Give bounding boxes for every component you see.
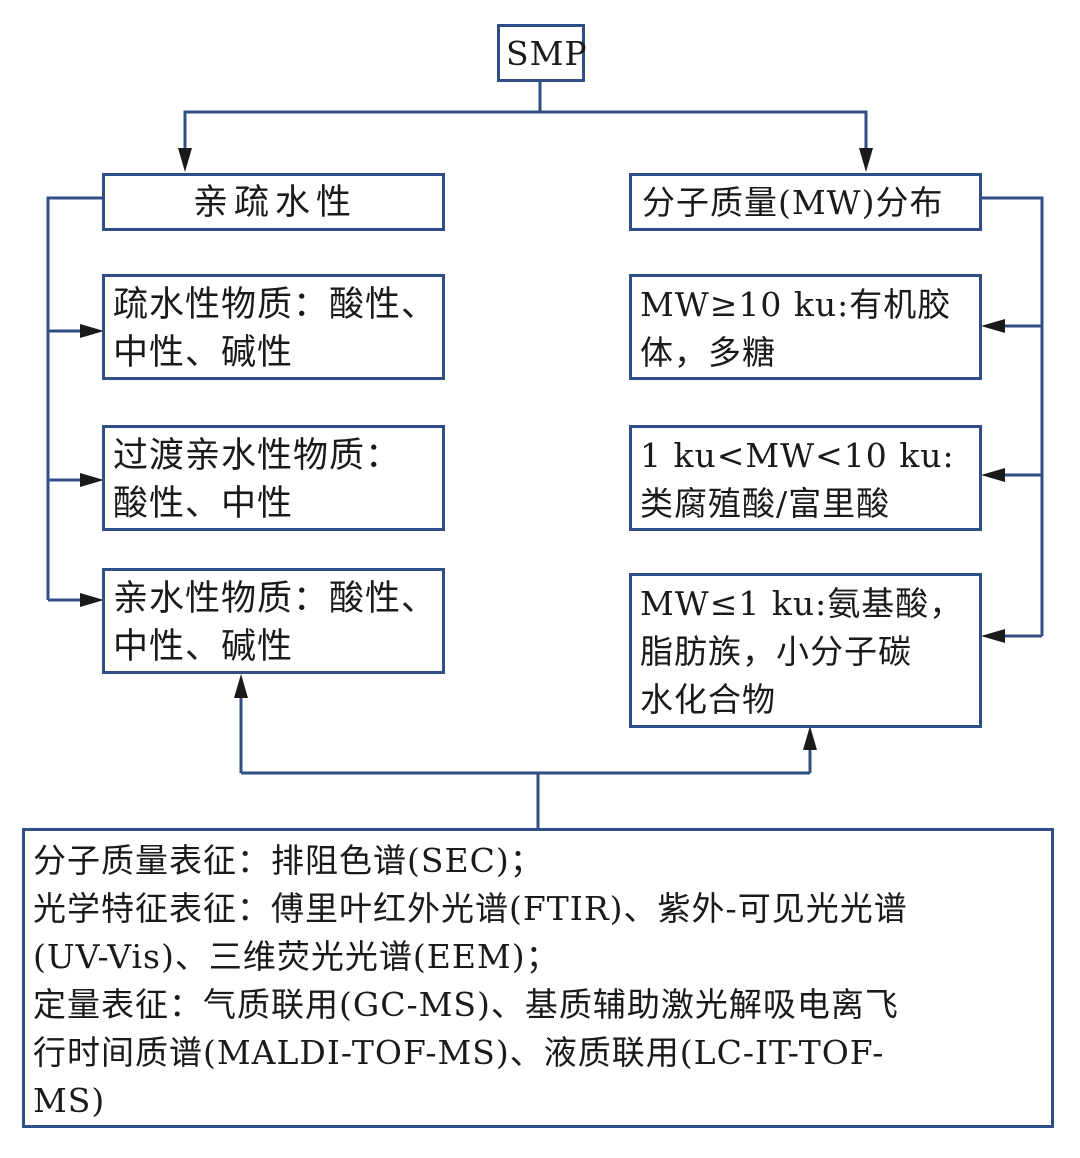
node-characterization-methods: 分子质量表征：排阻色谱(SEC)； 光学特征表征：傅里叶红外光谱(FTIR)、紫… <box>22 828 1054 1128</box>
node-transitional-line-2: 酸性、中性 <box>113 484 294 524</box>
characterization-line-5: 行时间质谱(MALDI-TOF-MS)、液质联用(LC-IT-TOF- <box>33 1033 885 1072</box>
arrow-to-right-2 <box>981 468 1005 482</box>
node-transitional-hydrophilic: 过渡亲水性物质： 酸性、中性 <box>102 425 445 531</box>
characterization-line-2: 光学特征表征：傅里叶红外光谱(FTIR)、紫外-可见光光谱 <box>33 889 908 928</box>
node-hydrophobicity: 亲疏水性 <box>102 173 445 231</box>
node-mw-le-1-line-2: 脂肪族，小分子碳 <box>640 632 912 671</box>
characterization-line-4: 定量表征：气质联用(GC-MS)、基质辅助激光解吸电离飞 <box>33 985 899 1024</box>
characterization-line-6: MS) <box>33 1081 106 1120</box>
arrow-to-left-header <box>178 148 192 172</box>
node-transitional-line-1: 过渡亲水性物质： <box>113 436 402 476</box>
node-mw-distribution: 分子质量(MW)分布 <box>629 173 982 231</box>
arrow-to-right-1 <box>981 319 1005 333</box>
node-mw-le-1: MW≤1 ku:氨基酸， 脂肪族，小分子碳 水化合物 <box>629 573 982 728</box>
edge-left-bracket <box>46 196 104 600</box>
node-hydrophobic-line-1: 疏水性物质：酸性、 <box>113 285 438 325</box>
node-hydrophilic-line-1: 亲水性物质：酸性、 <box>113 579 438 619</box>
characterization-line-3: (UV-Vis)、三维荧光光谱(EEM)； <box>33 937 560 976</box>
node-mw-distribution-label: 分子质量(MW)分布 <box>642 183 944 222</box>
node-smp: SMP <box>497 24 588 82</box>
node-hydrophilic-line-2: 中性、碱性 <box>113 627 294 667</box>
node-mw-ge-10-line-1: MW≥10 ku:有机胶 <box>640 285 952 324</box>
edge-right-bracket <box>981 196 1044 636</box>
characterization-line-1: 分子质量表征：排阻色谱(SEC)； <box>33 841 544 880</box>
arrow-to-left-1 <box>80 324 104 338</box>
arrow-to-right-header <box>859 148 873 172</box>
node-mw-le-1-line-1: MW≤1 ku:氨基酸， <box>640 584 964 623</box>
node-mw-1-10-line-1: 1 ku<MW<10 ku: <box>640 436 955 475</box>
node-hydrophobic-line-2: 中性、碱性 <box>113 333 294 373</box>
arrow-to-left-2 <box>80 473 104 487</box>
node-hydrophilic-substances: 亲水性物质：酸性、 中性、碱性 <box>102 568 445 674</box>
node-mw-1-10-line-2: 类腐殖酸/富里酸 <box>640 484 891 523</box>
node-mw-ge-10-line-2: 体，多糖 <box>640 333 776 372</box>
node-smp-label: SMP <box>506 34 588 73</box>
arrow-to-left-3 <box>80 593 104 607</box>
edge-root-left <box>183 110 540 160</box>
arrow-to-right-3 <box>981 629 1005 643</box>
node-hydrophobicity-label: 亲疏水性 <box>193 183 358 223</box>
edge-root-right <box>540 110 868 160</box>
node-mw-1-10: 1 ku<MW<10 ku: 类腐殖酸/富里酸 <box>629 425 982 531</box>
node-mw-ge-10: MW≥10 ku:有机胶 体，多糖 <box>629 274 982 380</box>
node-mw-le-1-line-3: 水化合物 <box>640 680 776 719</box>
arrow-to-left-3-from-bottom <box>234 674 248 698</box>
node-hydrophobic-substances: 疏水性物质：酸性、 中性、碱性 <box>102 274 445 380</box>
arrow-to-right-3-from-bottom <box>803 726 817 750</box>
